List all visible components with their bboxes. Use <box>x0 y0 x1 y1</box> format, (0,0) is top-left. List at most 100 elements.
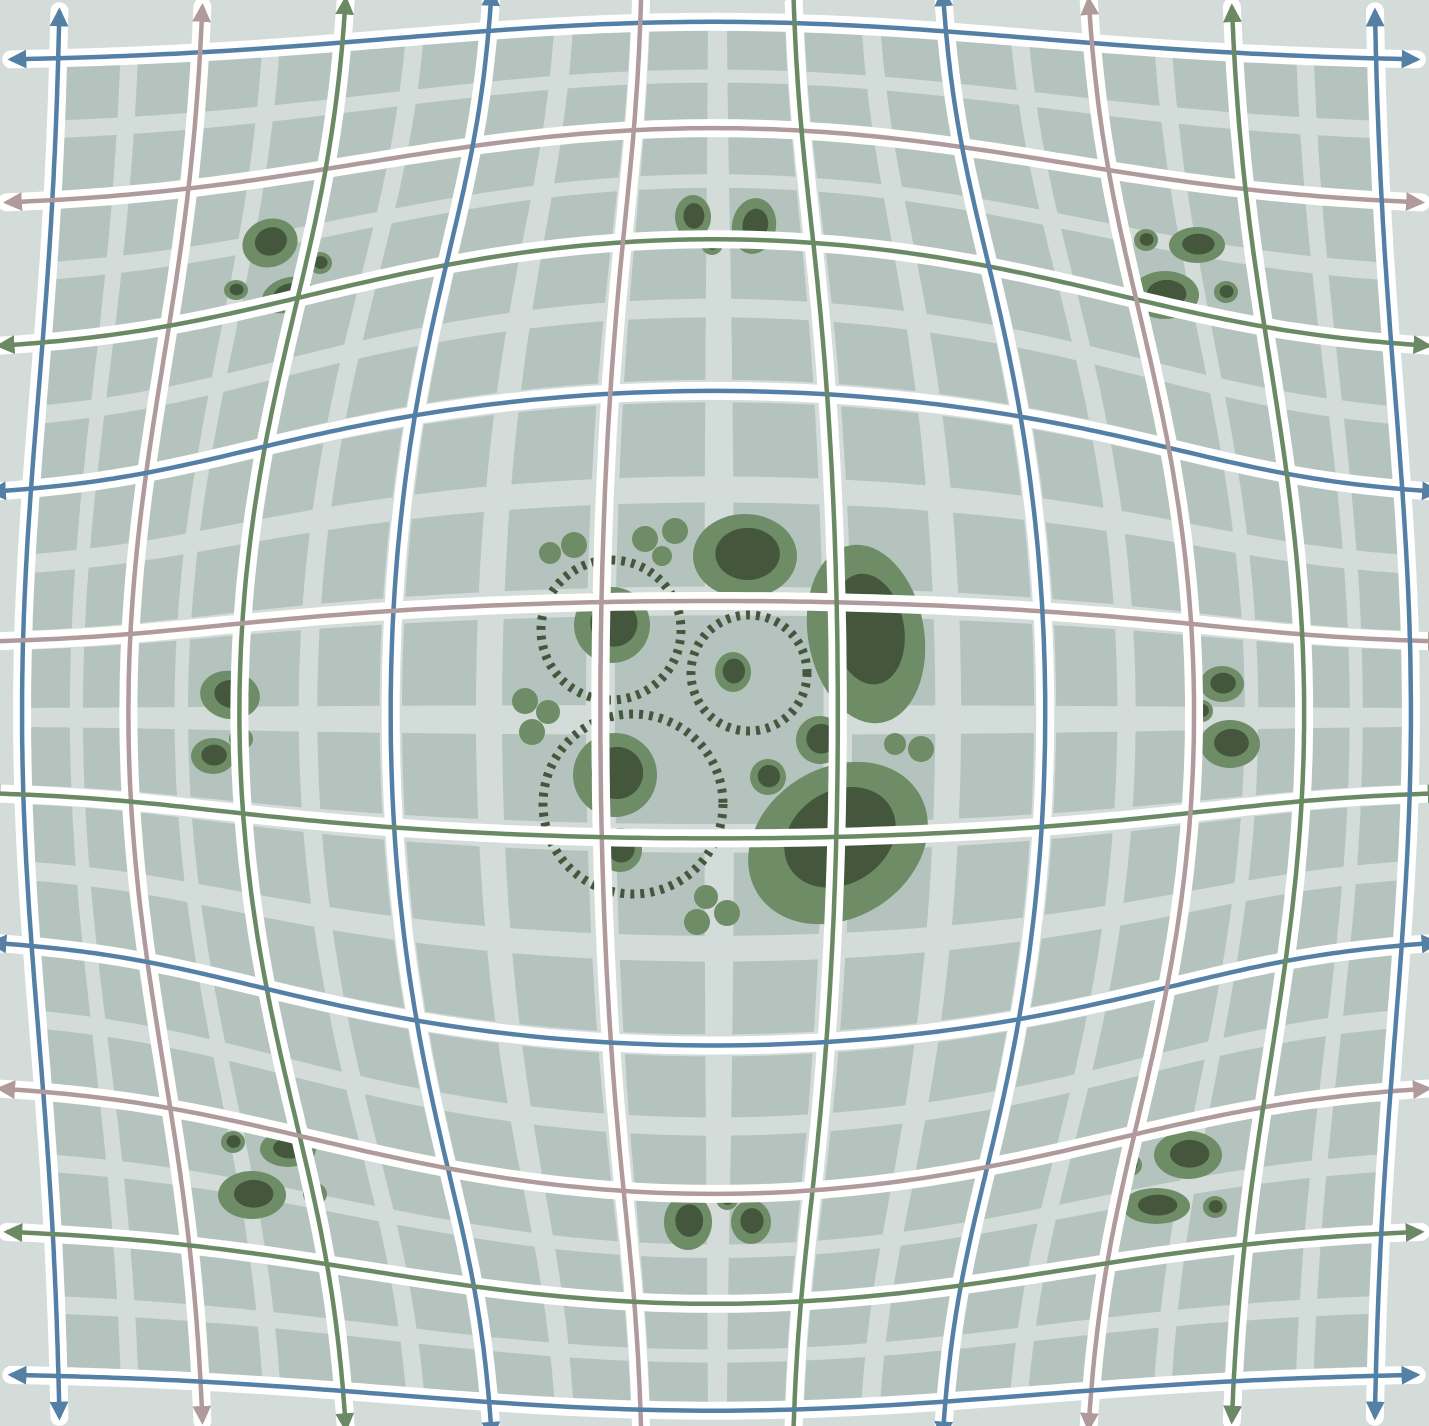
grid-cell <box>331 428 402 507</box>
grid-cell <box>1029 46 1089 98</box>
bubble-dot <box>536 700 560 724</box>
grid-cell <box>275 51 333 105</box>
grid-cell <box>1309 645 1350 708</box>
grid-cell <box>57 205 112 262</box>
grid-cell <box>952 841 1030 926</box>
bubble-dot <box>684 909 710 935</box>
grid-cell <box>1046 523 1114 605</box>
grid-cell <box>189 189 247 247</box>
grid-cell <box>1309 728 1350 791</box>
grid-cell <box>569 30 630 75</box>
grid-cell <box>402 733 478 819</box>
grid-cell <box>841 406 926 485</box>
grid-cell <box>959 620 1034 706</box>
grid-cell <box>1178 1254 1235 1310</box>
grid-cell <box>252 826 311 904</box>
grid-cell <box>630 247 707 301</box>
grid-cell <box>1053 732 1117 813</box>
grid-cell <box>881 34 943 82</box>
grid-cell <box>640 135 707 177</box>
grid-cell <box>833 1045 915 1113</box>
grid-cell <box>419 1344 480 1394</box>
grid-cell <box>641 1256 707 1297</box>
grid-cell <box>1125 534 1183 612</box>
grid-cell <box>728 135 795 177</box>
grid-cell <box>199 1255 257 1311</box>
grid-cell <box>1335 1029 1388 1088</box>
grid-cell <box>317 732 382 814</box>
grid-cell <box>346 1336 406 1388</box>
grid-cell <box>493 1351 554 1399</box>
grid-cell <box>321 522 390 604</box>
grid-cell <box>727 1308 790 1349</box>
grid-cell <box>34 492 82 554</box>
grid-cell <box>941 942 1020 1021</box>
grid-cell <box>1172 1322 1229 1377</box>
grid-cell <box>728 1256 795 1298</box>
grid-cell <box>406 512 485 597</box>
grid-cell <box>317 625 381 707</box>
bubble-dot <box>561 532 587 558</box>
grid-cell <box>630 1133 706 1186</box>
grid-cell <box>275 1328 333 1382</box>
grid-cell <box>959 733 1034 819</box>
grid-cell <box>198 123 256 179</box>
grid-cell <box>1304 563 1348 627</box>
grid-cell <box>1102 52 1160 106</box>
grid-cell <box>648 1362 708 1404</box>
grid-cell <box>57 1173 112 1230</box>
grid-cell <box>83 728 124 791</box>
bubble-dot <box>512 688 538 714</box>
grid-cell <box>1329 275 1383 333</box>
cell-cluster-icon <box>191 738 235 774</box>
cell-cluster-icon <box>573 733 657 817</box>
grid-cell <box>124 1179 180 1236</box>
grid-cell <box>953 513 1031 598</box>
grid-cell <box>418 39 479 89</box>
grid-cell <box>1248 130 1304 186</box>
cell-cluster-icon <box>750 759 786 795</box>
grid-cell <box>1133 730 1187 806</box>
grid-cell <box>1352 493 1400 554</box>
grid-cell <box>1243 1317 1299 1372</box>
grid-cell <box>1029 1335 1088 1388</box>
grid-cell <box>730 1133 806 1186</box>
grid-cell <box>62 1243 117 1299</box>
grid-cell <box>522 1046 604 1114</box>
grid-cell <box>205 1322 262 1377</box>
grid-cell <box>30 569 75 630</box>
grid-cell <box>45 345 97 405</box>
grid-cell <box>1317 1243 1372 1299</box>
grid-cell <box>1254 1178 1310 1235</box>
bubble-dot <box>714 900 740 926</box>
bubble-dot <box>694 885 718 909</box>
grid-cell <box>135 61 191 116</box>
grid-cell <box>1328 1101 1382 1159</box>
grid-cell <box>1314 65 1369 120</box>
grid-cell <box>620 960 705 1035</box>
grid-cell <box>956 40 1017 91</box>
grid-cell <box>1133 631 1186 707</box>
bubble-dot <box>908 736 934 762</box>
grid-cell <box>345 45 405 97</box>
grid-cell <box>804 30 865 75</box>
grid-cell <box>29 727 71 787</box>
grid-cell <box>502 617 587 706</box>
grid-cell <box>1357 804 1402 865</box>
grid-cell <box>727 1361 787 1404</box>
bubble-dot <box>662 518 688 544</box>
grid-cell <box>505 848 591 933</box>
grid-cell <box>1351 880 1399 941</box>
grid-cell <box>135 641 177 708</box>
grid-cell <box>1318 135 1373 191</box>
cell-cluster-icon <box>1200 720 1260 768</box>
grid-cell <box>1358 570 1403 631</box>
grid-cell <box>1123 825 1182 903</box>
grid-cell <box>402 620 478 706</box>
cell-cluster-icon <box>218 1171 286 1219</box>
grid-cell <box>825 1124 903 1182</box>
grid-cell <box>29 648 71 708</box>
cell-cluster-icon <box>1134 229 1158 251</box>
grid-cell <box>46 1029 99 1089</box>
grid-cell <box>619 402 705 478</box>
